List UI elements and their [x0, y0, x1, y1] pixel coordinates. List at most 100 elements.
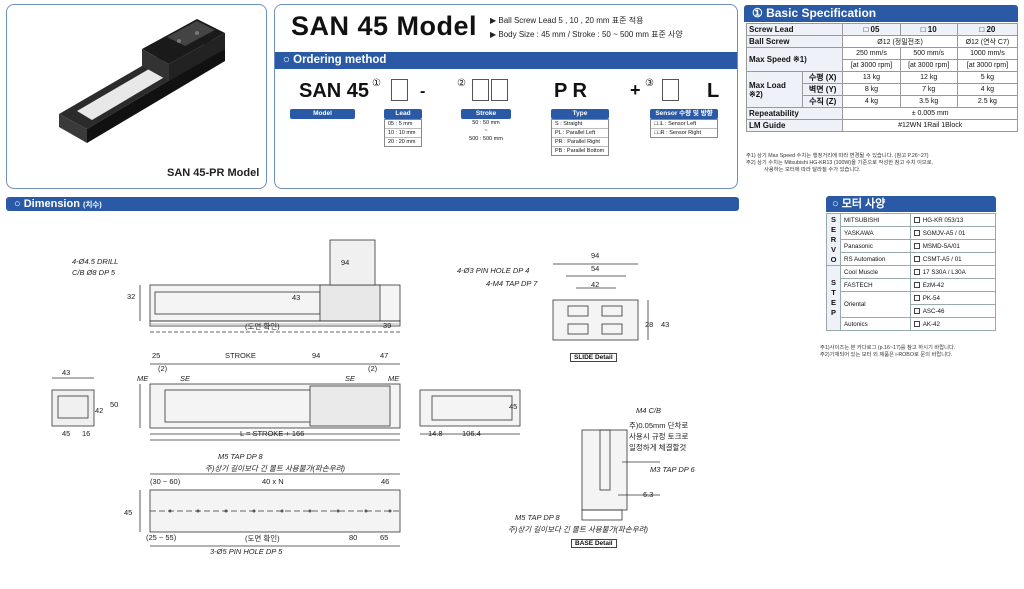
model-note-body: ▶ Body Size : 45 mm / Stroke : 50 ~ 500 …: [490, 30, 683, 39]
ordering-dash: -: [420, 83, 426, 100]
front-d39: 39: [383, 321, 392, 330]
motor-checkbox[interactable]: [913, 255, 920, 262]
motor-notes: 주1)사이즈는 본 카다로그 (p.16~17)를 참고 하시기 바랍니다. 주…: [820, 345, 1020, 359]
motor-model-cell: MSMD-5A/01: [909, 239, 997, 253]
bottom-d65: 65: [380, 533, 389, 542]
product-caption: SAN 45-PR Model: [167, 167, 260, 179]
sensor-option: □□R : Sensor Right: [654, 130, 701, 136]
spec-notes: 주1) 상기 Max Speed 수치는 행정거리에 따라 변경될 수 있습니다…: [746, 153, 1018, 174]
bottom-warning: 주)상기 길이보다 긴 볼트 사용불가(파손우려): [205, 464, 346, 473]
load-axis: 벽면 (Y): [801, 83, 844, 96]
load-value: 5 kg: [956, 71, 1019, 84]
max-speed-value: 250 mm/s: [842, 47, 901, 60]
motor-model-cell: SGMJV-A5 / 01: [909, 226, 997, 240]
top-d25: 25: [152, 351, 161, 360]
stroke-options: 50 : 50 mm ~ 500 : 500 mm: [461, 119, 511, 143]
spec-row-rpm: [at 3000 rpm] [at 3000 rpm] [at 3000 rpm…: [747, 59, 1019, 72]
motor-model-cell: HG-KR 053/13: [909, 213, 997, 227]
motor-checkbox[interactable]: [913, 242, 920, 249]
spec-table: Screw Lead □ 05 □ 10 □ 20 Ball Screw Ø12…: [745, 23, 1019, 132]
lead-option: 05 : 5 mm: [385, 120, 421, 129]
motor-brand: MITSUBISHI: [840, 213, 911, 227]
spec-row-lead: Screw Lead □ 05 □ 10 □ 20: [745, 23, 1019, 36]
front-drill-label: 4-Ø4.5 DRILL: [72, 257, 119, 266]
model-notes: ▶ Ball Screw Lead 5 , 10 , 20 mm 표준 적용 ▶…: [490, 14, 683, 42]
motor-checkbox[interactable]: [913, 307, 920, 314]
motor-checkbox[interactable]: [913, 216, 920, 223]
motor-model-cell: PK-54: [909, 291, 997, 305]
bottom-pin-label: 3-Ø5 PIN HOLE DP 5: [210, 547, 283, 556]
lead-20: □ 20: [956, 23, 1019, 36]
lead-box: [391, 79, 408, 101]
load-axis: 수평 (X): [801, 71, 844, 84]
motor-model: 17 S30A / L30A: [922, 268, 966, 276]
tag-lead: Lead: [384, 109, 422, 119]
type-option: PB : Parallel Bottom: [555, 148, 605, 154]
tag-type: Type: [551, 109, 609, 119]
motor-side-d148: 14.8: [428, 429, 443, 438]
motor-brand: Panasonic: [840, 239, 911, 253]
motor-row: Oriental PK-54: [827, 291, 997, 318]
sensor-options: □□L : Sensor Left □□R : Sensor Right: [650, 119, 718, 138]
motor-checkbox[interactable]: [913, 320, 920, 327]
motor-row: FASTECH EzM-42: [827, 278, 997, 292]
motor-checkbox[interactable]: [913, 268, 920, 275]
load-value: 12 kg: [899, 71, 958, 84]
bottom-d80: 80: [349, 533, 358, 542]
ordering-suffix: L: [707, 80, 720, 102]
slide-pin-label: 4-Ø3 PIN HOLE DP 4: [457, 266, 530, 275]
slide-d54: 54: [591, 264, 600, 273]
motor-brand: RS Automation: [840, 252, 911, 266]
motor-checkbox[interactable]: [913, 281, 920, 288]
dimension-title: ○ Dimension: [14, 198, 80, 210]
lead-option: 10 : 10 mm: [385, 129, 421, 138]
base-d63: 6.3: [643, 490, 654, 499]
front-check: (도면 확인): [245, 322, 280, 331]
motor-checkbox[interactable]: [913, 294, 920, 301]
actuator-photo: [59, 19, 225, 143]
lm-guide-value: #12WN 1Rail 1Block: [842, 119, 1018, 132]
model-title: SAN 45 Model: [291, 11, 478, 41]
motor-checkbox[interactable]: [913, 229, 920, 236]
base-detail-title: BASE Detail: [571, 539, 617, 548]
front-cb-label: C/B Ø8 DP 5: [72, 268, 116, 277]
spec-note: 주1) 상기 Max Speed 수치는 행정거리에 따라 변경될 수 있습니다…: [746, 153, 929, 159]
lead-10: □ 10: [899, 23, 958, 36]
tag-stroke: Stroke: [461, 109, 511, 119]
motor-model: CSMT-A5 / 01: [922, 255, 962, 263]
motor-row: Panasonic MSMD-5A/01: [827, 239, 997, 253]
servo-label: S E R V O: [826, 213, 841, 266]
base-m3-label: M3 TAP DP 6: [650, 465, 695, 474]
lead-options: 05 : 5 mm 10 : 10 mm 20 : 20 mm: [384, 119, 422, 147]
repeatability-value: ± 0.005 mm: [842, 107, 1018, 120]
top-d47: 47: [380, 351, 389, 360]
step-label: S T E P: [826, 265, 841, 331]
ordering-heading: ○ Ordering method: [275, 52, 737, 69]
motor-model: PK-54: [922, 294, 940, 302]
sensor-option: □□L : Sensor Left: [651, 120, 717, 129]
front-d94: 94: [341, 258, 350, 267]
stroke-box-1: [472, 79, 489, 101]
max-speed-rpm: [at 3000 rpm]: [842, 59, 901, 72]
top-se-left: SE: [180, 374, 191, 383]
max-speed-label: Max Speed ※1): [745, 47, 844, 72]
motor-brand: Oriental: [840, 291, 911, 318]
motor-note: 주1)사이즈는 본 카다로그 (p.16~17)를 참고 하시기 바랍니다.: [820, 345, 956, 351]
motor-note: 주2)기재되어 있는 모터 외 제품은 i-ROBO로 문의 바랍니다.: [820, 352, 953, 358]
side-d50: 50: [110, 400, 119, 409]
motor-heading: ○ 모터 사양: [826, 196, 996, 212]
load-value: 3.5 kg: [899, 95, 958, 108]
load-axis: 수직 (Z): [801, 95, 844, 108]
motor-row: RS Automation CSMT-A5 / 01: [827, 252, 997, 266]
side-d43: 43: [62, 368, 71, 377]
screw-lead-label: Screw Lead: [745, 23, 844, 36]
top-d2-left: (2): [158, 364, 168, 373]
side-d45: 45: [62, 429, 71, 438]
motor-model: SGMJV-A5 / 01: [922, 229, 966, 237]
slide-d43: 43: [661, 320, 670, 329]
spec-row-speed: Max Speed ※1) 250 mm/s 500 mm/s 1000 mm/…: [745, 47, 1019, 72]
stroke-box-2: [491, 79, 508, 101]
bottom-d40n: 40 x N: [262, 477, 284, 486]
base-note-3: 일정하게 체결할것: [629, 443, 687, 452]
load-value: 13 kg: [842, 71, 901, 84]
